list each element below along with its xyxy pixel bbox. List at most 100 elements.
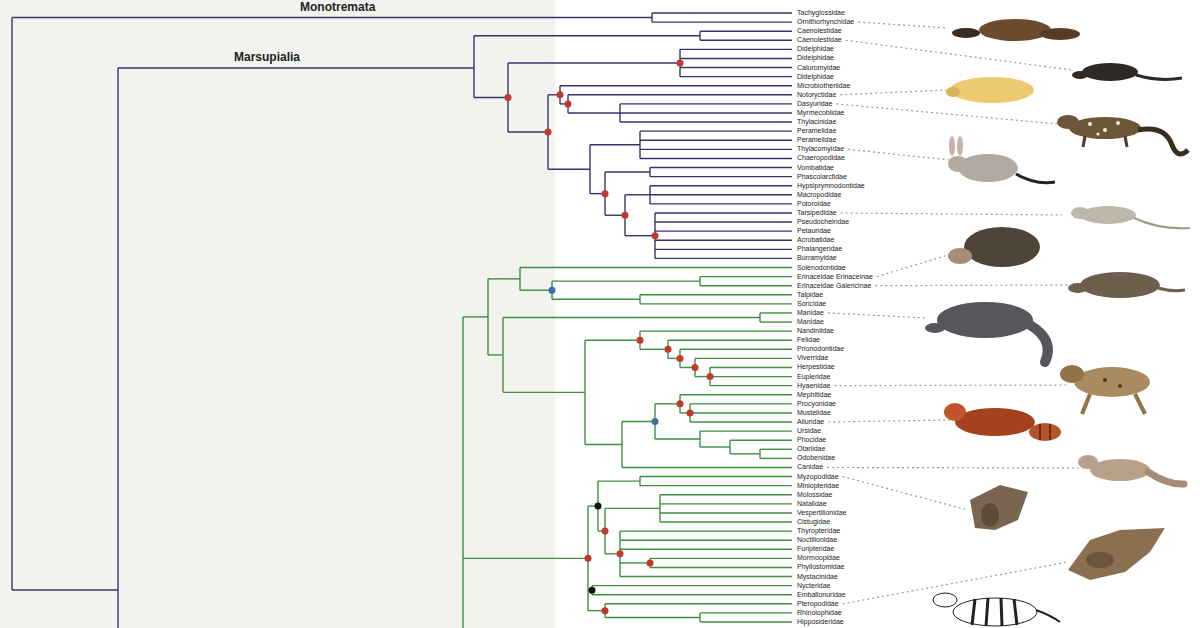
platypus-illustration [952,19,1080,41]
family-label: Talpidae [797,291,823,299]
animal-body [955,408,1035,436]
animal-body [937,302,1033,338]
family-label: Solenodontidae [797,264,846,272]
hyena-illustration [1060,365,1150,414]
tree-branch [592,594,792,595]
tree-branch [680,349,792,350]
bat-wing [1068,528,1165,580]
family-label: Prionodontidae [797,345,844,353]
family-label: Viverridae [797,354,828,362]
clade-label: Marsupialia [234,51,300,64]
tree-branch [680,58,792,59]
tree-branch [548,169,590,170]
tree-branch [625,194,650,195]
bat-wing [970,485,1028,530]
tree-branch [605,603,792,604]
family-label: Erinaceidae Erinaceinae [797,273,873,281]
tree-branch [118,67,474,68]
platypus-tail [1040,28,1080,40]
family-label: Soricidae [797,300,826,308]
animal-spot [1103,128,1107,132]
tree-branch [710,385,792,386]
animal-tail [1136,75,1182,79]
tree-branch [620,121,792,122]
animal-ear [949,136,955,156]
tree-branch [488,354,503,355]
tree-branch [508,62,680,63]
family-label: Didelphidae [797,54,834,62]
family-label: Tachyglossidae [797,9,845,17]
tree-branch [650,558,792,559]
animal-leg [1135,394,1145,414]
animal-body [958,154,1018,182]
tree-branch [700,276,792,277]
tree-branch [552,280,700,281]
tree-branch [640,303,792,304]
leader-line [834,384,1068,386]
family-label: Petauridae [797,227,831,235]
animal-spot [1096,132,1099,135]
tree-branch [650,567,792,568]
family-label: Peramelidae [797,136,836,144]
tree-branch [700,285,792,286]
family-label: Miniopteridae [797,482,839,490]
family-label: Hipposideridae [797,618,844,626]
animal-head [1078,455,1098,469]
tree-branch [117,68,118,628]
node-marker [622,212,629,219]
tree-branch [730,440,792,441]
tree-branch [655,249,792,250]
family-label: Tarsipedidae [797,209,837,217]
node-marker [692,364,699,371]
tree-branch [620,103,792,104]
leader-line [846,40,1072,70]
tree-branch [640,485,792,486]
tree-branch [620,539,792,540]
family-label: Peramelidae [797,127,836,135]
tree-branch [620,112,792,113]
leader-line [843,562,1068,604]
tree-branch [605,617,700,618]
tree-branch [760,312,792,313]
tree-branch [625,235,655,236]
family-label: Vombatidae [797,164,834,172]
tree-branch [730,453,760,454]
tree-branch [650,167,792,168]
family-label: Pteropodidae [797,600,839,608]
zebra-illustration [933,593,1060,626]
family-label: Myzopodidae [797,473,839,481]
family-label: Erinaceidae Galericinae [797,282,871,290]
family-label: Dasyuridae [797,100,832,108]
tree-branch [640,158,792,159]
tree-branch [462,317,463,628]
family-label: Molossidae [797,491,832,499]
shrew-opossum-illustration [1072,63,1182,81]
animal-leg [1083,136,1085,147]
family-label: Thyropteridae [797,527,840,535]
tree-branch [652,12,792,13]
tree-branch [508,131,548,132]
animal-head [1071,207,1089,219]
node-marker [677,400,684,407]
node-marker [677,59,684,66]
platypus-bill [952,28,980,38]
tree-branch [560,85,792,86]
bat-body [1086,552,1114,568]
tree-branch [503,392,585,393]
leader-line [858,22,948,28]
family-label: Chaeropodidae [797,154,845,162]
family-label: Vespertilionidae [797,509,846,517]
tree-branch [622,421,655,422]
node-marker [652,418,659,425]
family-label: Microbiotheriidae [797,82,850,90]
family-label: Phalangeridae [797,245,842,253]
family-label: Hyaenidae [797,382,830,390]
animal-body [950,77,1034,103]
tree-branch [690,403,792,404]
tree-branch [655,212,792,213]
tree-branch [605,508,660,509]
gymnure-illustration [1068,272,1185,298]
tree-branch [680,49,792,50]
leader-line [877,252,958,277]
tree-branch [12,17,652,18]
